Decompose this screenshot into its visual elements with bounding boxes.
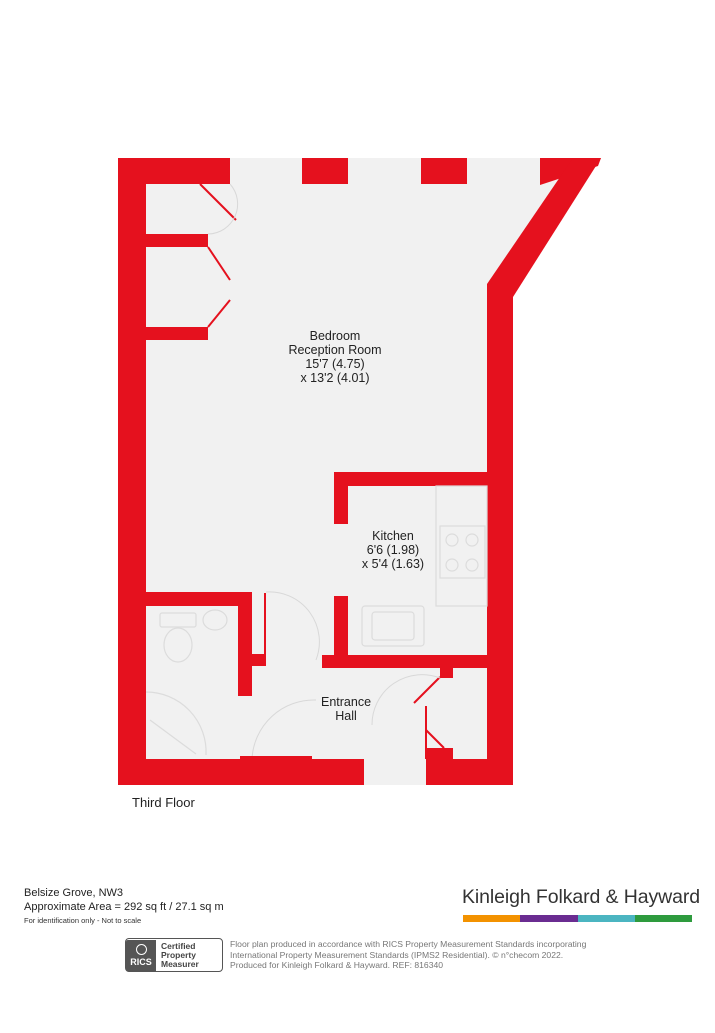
property-address: Belsize Grove, NW3 bbox=[24, 887, 124, 899]
rics-badge-line1: Certified bbox=[161, 940, 196, 951]
floor-plan bbox=[118, 158, 601, 785]
kitchen-sink bbox=[361, 605, 425, 647]
rics-badge-line3: Measurer bbox=[161, 958, 199, 969]
bathroom-wall-right bbox=[238, 592, 252, 696]
bedroom-label: Bedroom Reception Room 15'7 (4.75) x 13'… bbox=[270, 329, 400, 385]
kitchen-dimension-1: 6'6 (1.98) bbox=[366, 543, 420, 557]
rics-badge-text: Certified Property Measurer bbox=[156, 940, 199, 969]
bedroom-name-line2: Reception Room bbox=[288, 343, 382, 357]
bathroom-wall-top bbox=[146, 592, 252, 606]
kitchen-label: Kitchen 6'6 (1.98) x 5'4 (1.63) bbox=[348, 529, 438, 571]
hall-name-line2: Hall bbox=[335, 709, 357, 723]
cupboard-wall-top bbox=[440, 668, 453, 678]
bedroom-dimension-2: x 13'2 (4.01) bbox=[300, 371, 370, 385]
door-arcs bbox=[207, 183, 441, 760]
kitchen-hob bbox=[439, 525, 486, 579]
brand-bar-orange bbox=[463, 915, 521, 922]
wall-bottom-left bbox=[118, 759, 364, 785]
notice-line2: International Property Measurement Stand… bbox=[230, 949, 564, 960]
wardrobe-partition-2 bbox=[146, 327, 208, 340]
fixtures bbox=[145, 485, 488, 756]
wall-right bbox=[487, 284, 513, 785]
bedroom-dimension-1: 15'7 (4.75) bbox=[305, 357, 365, 371]
disclaimer: For identification only - Not to scale bbox=[24, 916, 142, 925]
kitchen-wall-left-upper bbox=[334, 472, 348, 524]
hall-name-line1: Entrance bbox=[320, 695, 372, 709]
wall-top-left bbox=[118, 158, 230, 184]
kitchen-wall-left-lower bbox=[334, 596, 348, 668]
floor-label: Third Floor bbox=[132, 795, 195, 810]
brand-bar-green bbox=[634, 915, 692, 922]
toilet bbox=[163, 627, 193, 663]
measurement-notice: Floor plan produced in accordance with R… bbox=[230, 939, 590, 971]
entrance-door[interactable] bbox=[240, 756, 312, 760]
brand-color-bar bbox=[463, 915, 692, 922]
rics-certified-badge: RICS Certified Property Measurer bbox=[125, 938, 223, 972]
bathroom-basin bbox=[202, 609, 228, 631]
globe-icon bbox=[135, 943, 147, 955]
bathroom-wall-stub bbox=[252, 654, 266, 666]
wall-angled bbox=[487, 158, 601, 297]
wall-left bbox=[118, 158, 146, 785]
kitchen-wall-bottom bbox=[322, 655, 513, 668]
bedroom-name-line1: Bedroom bbox=[309, 329, 361, 343]
kitchen-wall-top bbox=[334, 472, 513, 486]
kitchen-name: Kitchen bbox=[372, 529, 414, 543]
wall-bottom-right bbox=[426, 759, 513, 785]
kitchen-dimension-2: x 5'4 (1.63) bbox=[361, 557, 425, 571]
shower bbox=[145, 691, 207, 756]
rics-badge-line2: Property bbox=[161, 949, 196, 960]
walls bbox=[118, 158, 601, 785]
wall-top-pier-2 bbox=[421, 158, 467, 184]
kitchen-counter bbox=[435, 485, 488, 607]
wall-top-pier-1 bbox=[302, 158, 348, 184]
hall-label: Entrance Hall bbox=[306, 695, 386, 723]
door-swings bbox=[199, 183, 445, 759]
wardrobe-partition-1 bbox=[146, 234, 208, 247]
cupboard-wall-bottom bbox=[426, 748, 453, 759]
brand-name: Kinleigh Folkard & Hayward bbox=[462, 886, 701, 908]
approximate-area: Approximate Area = 292 sq ft / 27.1 sq m bbox=[24, 901, 224, 913]
rics-logo: RICS bbox=[126, 939, 156, 971]
rics-logo-text: RICS bbox=[130, 956, 152, 967]
brand-bar-purple bbox=[520, 915, 578, 922]
notice-line1: Floor plan produced in accordance with R… bbox=[230, 939, 587, 949]
notice-line3: Produced for Kinleigh Folkard & Hayward.… bbox=[230, 960, 444, 970]
brand-bar-teal bbox=[577, 915, 635, 922]
